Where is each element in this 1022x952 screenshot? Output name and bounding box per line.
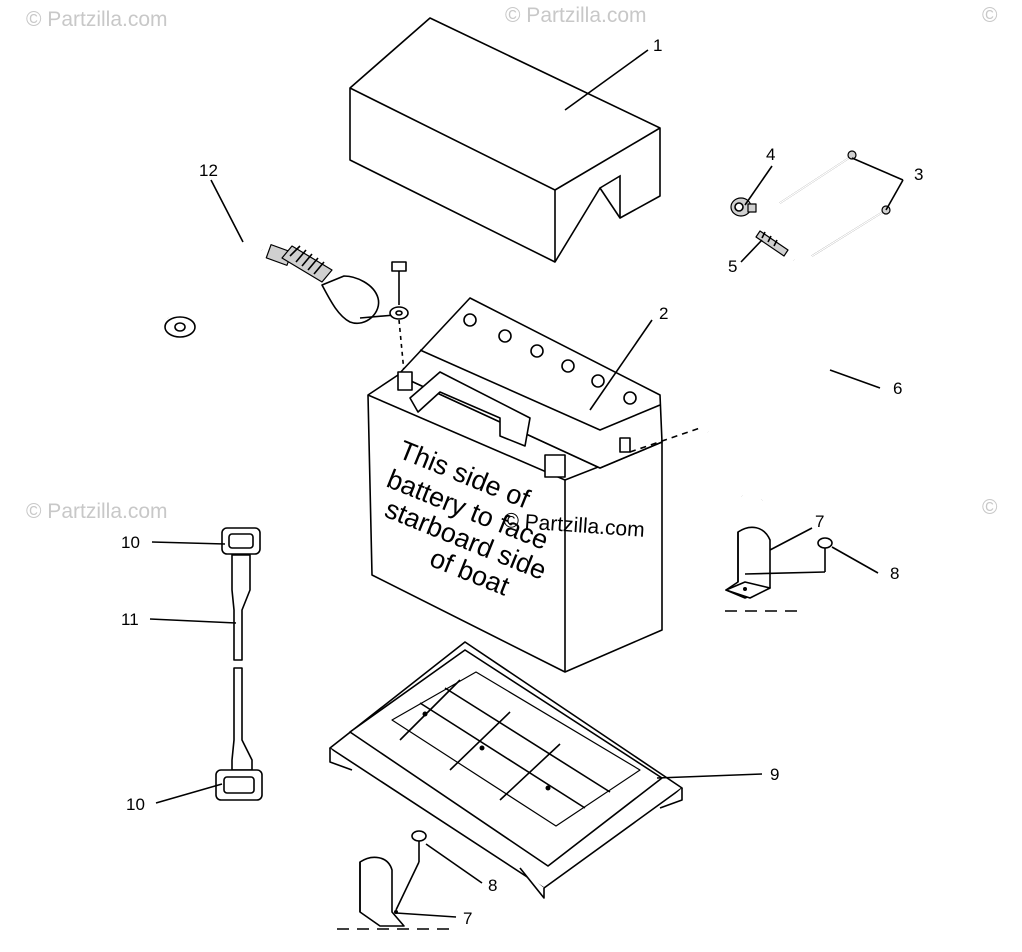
watermark-mid-left: © Partzilla.com — [26, 500, 168, 523]
callout-2: 2 — [659, 304, 668, 323]
vent-elbow — [730, 197, 757, 217]
vent-tube — [629, 258, 828, 503]
bracket-bolt-upper — [744, 537, 833, 575]
callout-12: 12 — [199, 161, 218, 180]
callout-7-lower: 7 — [463, 909, 472, 928]
hold-down-bracket-upper — [725, 526, 771, 599]
callout-8-lower: 8 — [488, 876, 497, 895]
callout-9: 9 — [770, 765, 779, 784]
battery-cover — [349, 17, 661, 263]
leader-lines — [149, 49, 904, 918]
watermark-top-left: © Partzilla.com — [26, 8, 168, 31]
callout-1: 1 — [653, 36, 662, 55]
callout-8-upper: 8 — [890, 564, 899, 583]
bracket-bolt-lower — [395, 830, 427, 911]
callout-7-upper: 7 — [815, 512, 824, 531]
callout-5: 5 — [728, 257, 737, 276]
callout-4: 4 — [766, 145, 775, 164]
watermark-top-center: © Partzilla.com — [505, 4, 647, 27]
battery: This side of battery to face starboard s… — [367, 297, 663, 673]
callout-11: 11 — [121, 610, 139, 629]
hold-down-strap — [215, 527, 263, 801]
hold-down-bracket-lower — [359, 856, 405, 927]
callout-10-lower: 10 — [126, 795, 145, 814]
battery-tray — [329, 641, 683, 899]
callout-10-upper: 10 — [121, 533, 140, 552]
vent-screws — [779, 150, 891, 257]
watermark-top-right: © — [982, 4, 998, 27]
watermark-mid-right: © — [982, 496, 998, 519]
battery-cable — [144, 235, 396, 338]
callout-6: 6 — [893, 379, 902, 398]
vent-fitting — [755, 230, 789, 257]
callout-3: 3 — [914, 165, 923, 184]
terminal-bolt — [389, 261, 409, 373]
